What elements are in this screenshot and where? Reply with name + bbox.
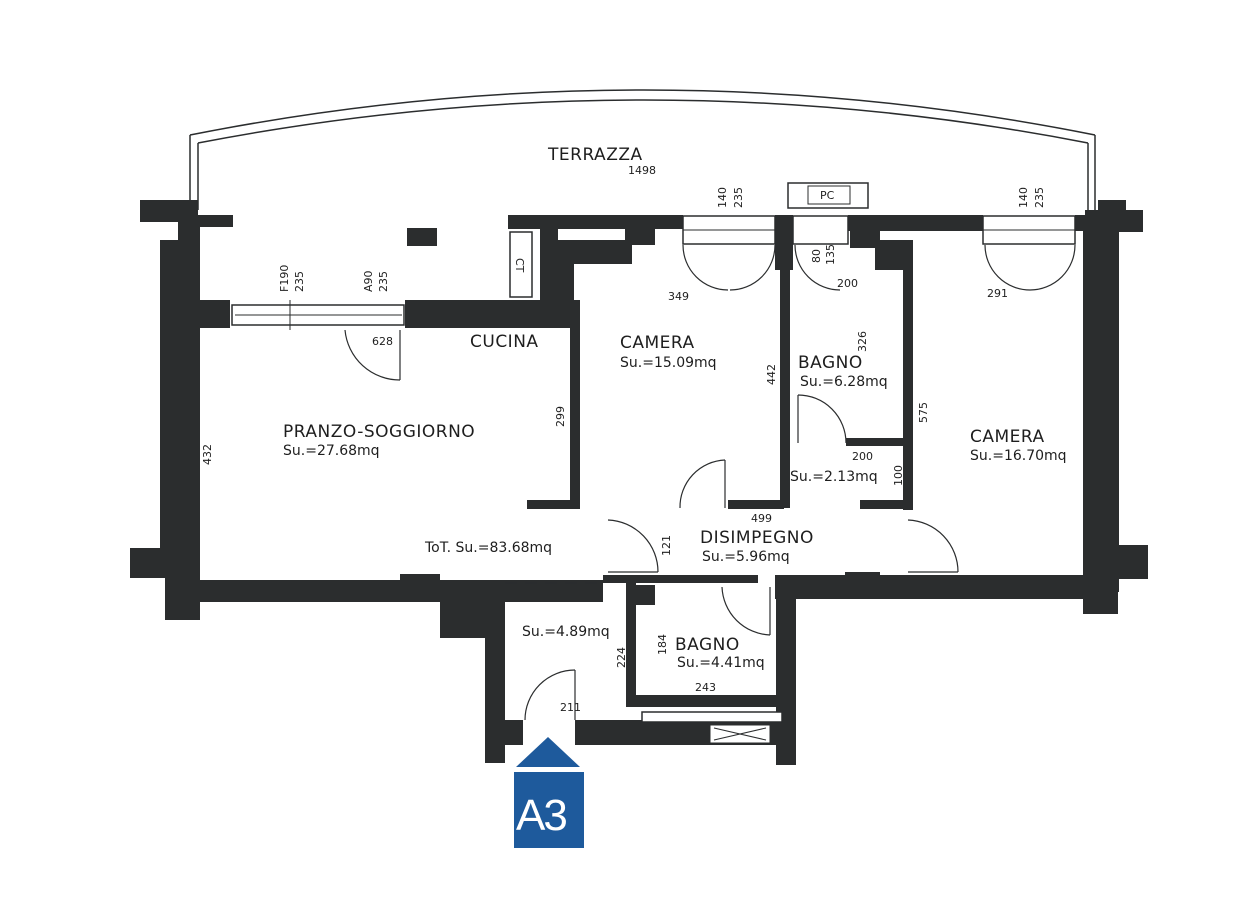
dim-575: 575 [917, 402, 930, 423]
disimpegno-area: Su.=5.96mq [702, 549, 790, 565]
total-area: ToT. Su.=83.68mq [424, 540, 552, 556]
dim-299: 299 [554, 406, 567, 427]
bagno-2-label: BAGNO [675, 635, 740, 655]
terrazza-label: TERRAZZA [547, 145, 643, 165]
dim-200a: 200 [837, 277, 858, 290]
badge-box [514, 772, 584, 848]
badge-label: A3 [516, 791, 566, 840]
dim-135: 135 [824, 244, 837, 265]
camera-1-label: CAMERA [620, 333, 695, 353]
dim-499: 499 [751, 512, 772, 525]
dim-f190: F190 [278, 265, 291, 292]
dim-140b: 140 [1017, 187, 1030, 208]
dim-121: 121 [660, 535, 673, 556]
disimpegno-label: DISIMPEGNO [700, 528, 814, 548]
dim-200b: 200 [852, 450, 873, 463]
dim-224: 224 [615, 647, 628, 668]
dim-a90: A90 [362, 270, 375, 292]
dim-80: 80 [810, 249, 823, 263]
terrace-railing [189, 89, 1096, 210]
windows [231, 182, 1076, 744]
dim-235c: 235 [293, 271, 306, 292]
dim-235d: 235 [377, 271, 390, 292]
dim-326: 326 [856, 331, 869, 352]
dim-100: 100 [892, 465, 905, 486]
dim-184: 184 [656, 634, 669, 655]
cucina-label: CUCINA [470, 332, 539, 352]
dim-432: 432 [201, 444, 214, 465]
dim-349: 349 [668, 290, 689, 303]
ct-label: CT [513, 258, 526, 273]
entrance-arrow-icon [516, 737, 580, 767]
dim-1498: 1498 [628, 164, 656, 177]
pc-label: PC [820, 189, 835, 202]
dim-291: 291 [987, 287, 1008, 300]
bagno-1-area: Su.=6.28mq [800, 374, 888, 390]
dim-211: 211 [560, 701, 581, 714]
dim-442: 442 [765, 364, 778, 385]
pranzo-soggiorno-label: PRANZO-SOGGIORNO [283, 422, 475, 442]
bagno-1-label: BAGNO [798, 353, 863, 373]
pranzo-soggiorno-area: Su.=27.68mq [283, 443, 380, 459]
dim-235b: 235 [1033, 187, 1046, 208]
ingresso-area: Su.=4.89mq [522, 624, 610, 640]
dim-140a: 140 [716, 187, 729, 208]
camera-2-label: CAMERA [970, 427, 1045, 447]
dim-628: 628 [372, 335, 393, 348]
unit-badge: A3 [514, 737, 584, 848]
closet-area: Su.=2.13mq [790, 469, 878, 485]
bagno-2-area: Su.=4.41mq [677, 655, 765, 671]
camera-2-area: Su.=16.70mq [970, 448, 1067, 464]
dim-235a: 235 [732, 187, 745, 208]
door-swings [344, 244, 1076, 721]
dim-243: 243 [695, 681, 716, 694]
camera-1-area: Su.=15.09mq [620, 355, 717, 371]
